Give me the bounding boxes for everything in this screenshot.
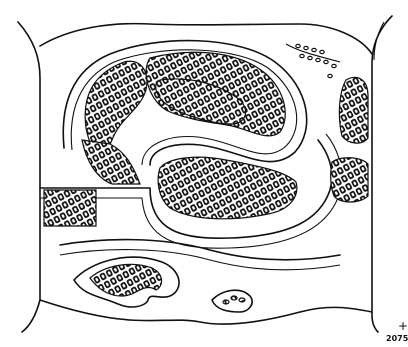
- field-right-middle: [331, 158, 368, 202]
- bottom-contour: [40, 300, 372, 324]
- dotted-cluster: [296, 44, 336, 77]
- outer-frame-right: [372, 16, 392, 332]
- outer-frame-top: [40, 24, 372, 54]
- lower-middle-hatch: [223, 296, 245, 304]
- field-lower-left: [90, 264, 162, 296]
- outer-frame-left: [18, 22, 40, 332]
- lower-middle-lobe-outline: [212, 290, 252, 312]
- field-left-bar: [44, 190, 96, 226]
- field-middle-band: [158, 157, 297, 219]
- field-left-upper: [82, 140, 140, 184]
- lower-band: [60, 240, 340, 260]
- field-right-upper: [339, 77, 368, 143]
- figure-mark: +: [398, 319, 408, 333]
- figure-number: 2075: [386, 334, 408, 343]
- dotted-strip-top-right: [286, 44, 340, 62]
